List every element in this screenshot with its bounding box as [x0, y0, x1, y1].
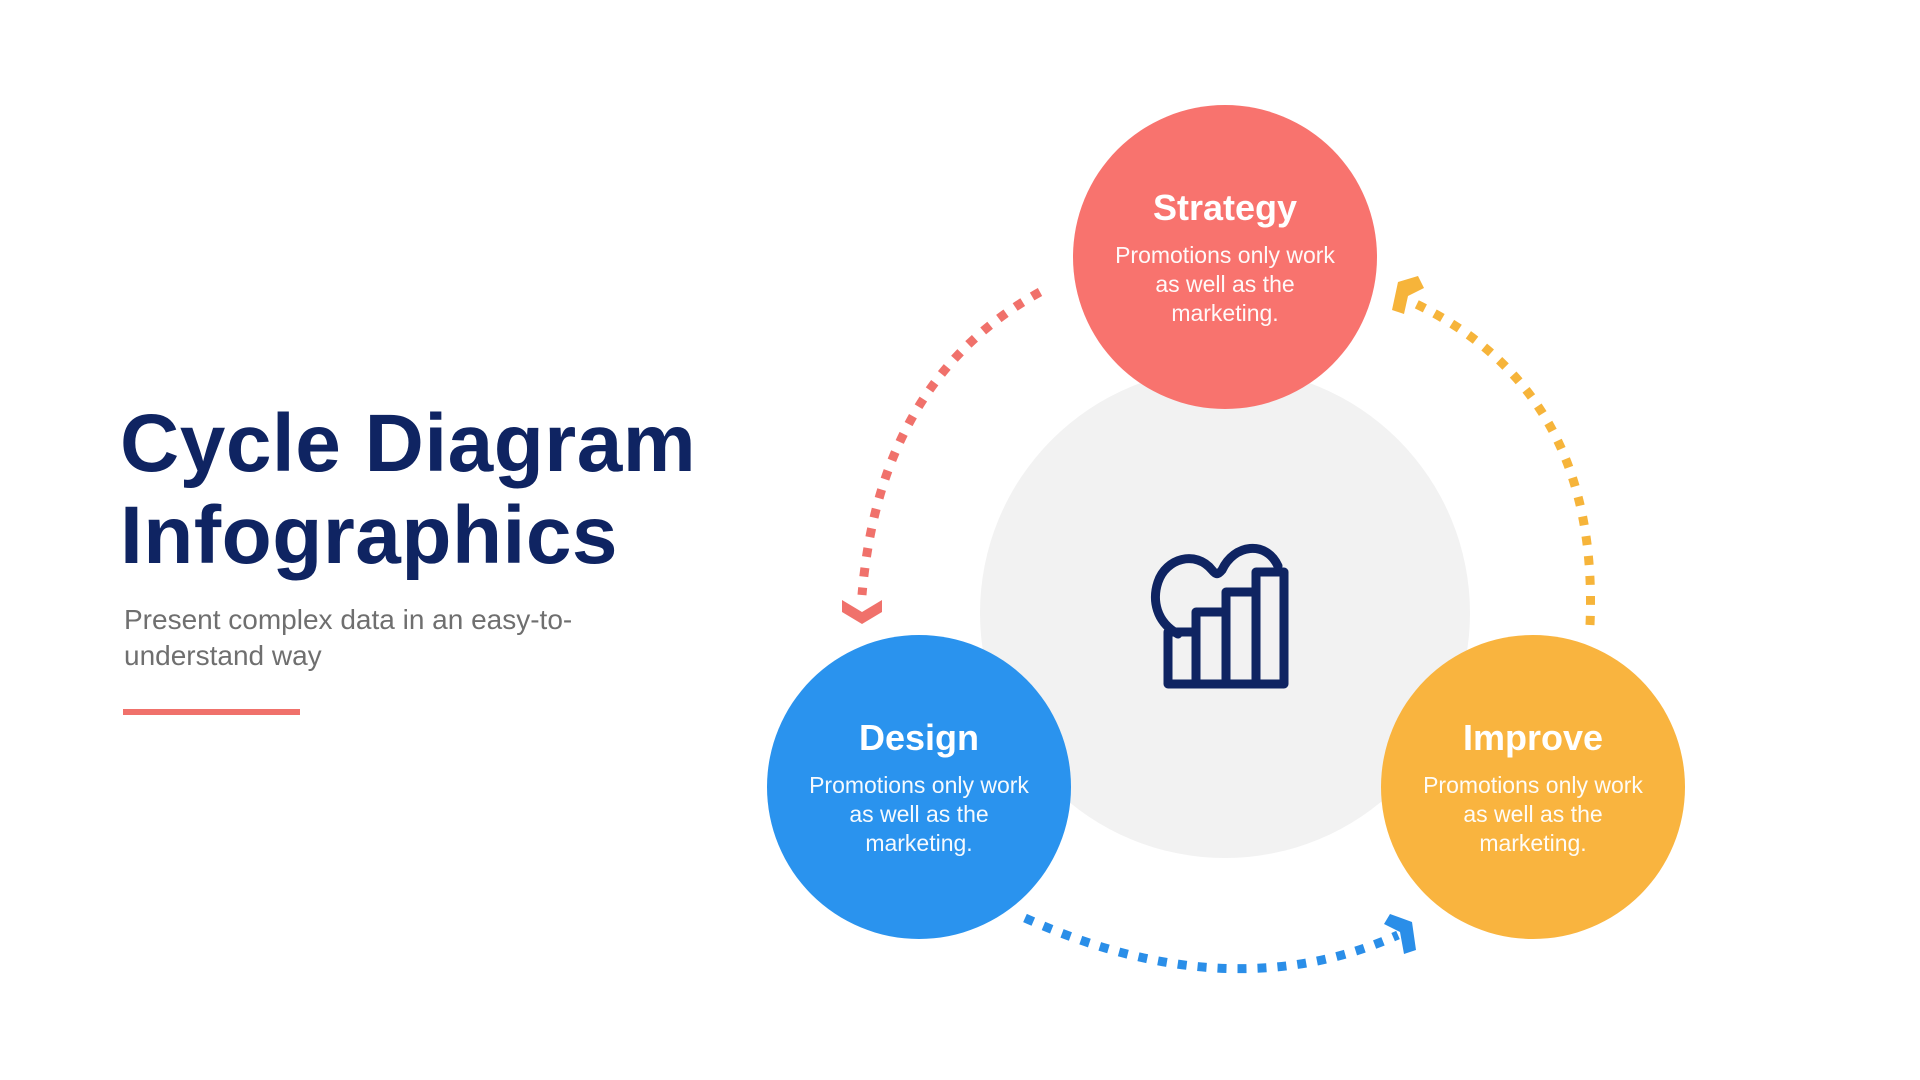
node-design: Design Promotions only work as well as t… [767, 635, 1071, 939]
title-line-2: Infographics [120, 490, 619, 581]
node-strategy: Strategy Promotions only work as well as… [1073, 105, 1377, 409]
slide-subtitle: Present complex data in an easy-to-under… [124, 604, 573, 671]
arrow-right-icon [1384, 914, 1416, 954]
accent-divider [123, 709, 300, 715]
node-title: Design [858, 716, 980, 758]
node-title: Improve [1462, 716, 1604, 758]
node-description: Promotions only work as well as the mark… [1115, 241, 1335, 326]
slide-title: Cycle Diagram Infographics [120, 398, 696, 582]
node-improve: Improve Promotions only work as well as … [1381, 635, 1685, 939]
connector-improve-to-strategy [1410, 297, 1596, 626]
title-line-1: Cycle Diagram [120, 398, 697, 489]
heart-bar-chart-icon [1151, 544, 1289, 689]
node-description: Promotions only work as well as the mark… [809, 771, 1029, 856]
arrow-down-icon [842, 600, 882, 624]
node-description: Promotions only work as well as the mark… [1423, 771, 1643, 856]
node-title: Strategy [1152, 186, 1298, 228]
connector-design-to-improve [1023, 913, 1400, 974]
connector-strategy-to-design [857, 288, 1043, 596]
arrow-up-left-icon [1392, 276, 1424, 314]
